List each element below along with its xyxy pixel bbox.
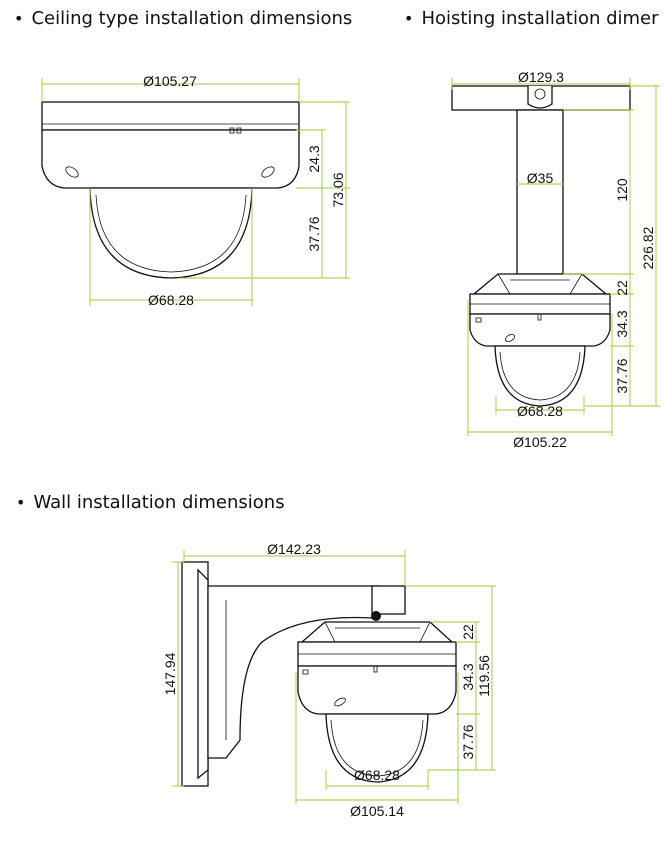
ceiling-total-height-label: 73.06 (330, 172, 346, 207)
heading-hoisting-text: Hoisting installation dimer (421, 8, 659, 29)
hoisting-pole-height-label: 120 (614, 178, 630, 202)
bullet-icon: • (14, 9, 24, 28)
hoisting-total-height-label: 226.82 (640, 226, 656, 269)
wall-plate-height-label: 147.94 (162, 652, 178, 695)
wall-base-height-label: 34.3 (460, 663, 476, 690)
ceiling-camera (41, 101, 300, 279)
heading-ceiling: • Ceiling type installation dimensions (14, 8, 352, 29)
wall-dome-width-label: Ø68.28 (354, 767, 400, 783)
wall-cap-height-label: 22 (460, 624, 476, 640)
bullet-icon: • (404, 9, 414, 28)
hoisting-dome-height-label: 37.76 (614, 358, 630, 393)
wall-width-label: Ø105.14 (350, 803, 404, 819)
hoisting-width-label: Ø105.22 (513, 434, 567, 450)
heading-wall: • Wall installation dimensions (16, 492, 285, 513)
wall-diagram: Ø142.23 Ø68.28 Ø105.14 147.94 22 34.3 37… (162, 541, 496, 819)
hoisting-base-height-label: 34.3 (614, 310, 630, 337)
heading-wall-text: Wall installation dimensions (33, 492, 285, 513)
hoisting-camera (451, 85, 631, 407)
heading-hoisting: • Hoisting installation dimer (404, 8, 659, 29)
wall-total-height-label: 119.56 (476, 655, 492, 697)
wall-reach-label: Ø142.23 (267, 541, 321, 557)
hoisting-dome-width-label: Ø68.28 (517, 403, 563, 419)
ceiling-dome-height-label: 37.76 (306, 216, 322, 251)
hoisting-pole-width-label: Ø35 (527, 170, 554, 186)
hoisting-diagram: Ø129.3 Ø35 Ø68.28 Ø105.22 120 22 34.3 37… (451, 69, 660, 450)
hoisting-plate-width-label: Ø129.3 (518, 69, 564, 85)
ceiling-diagram: Ø105.27 Ø68.28 24.3 37.76 73.06 (41, 73, 350, 308)
ceiling-width-label: Ø105.27 (143, 73, 197, 89)
ceiling-base-height-label: 24.3 (306, 145, 322, 172)
heading-ceiling-text: Ceiling type installation dimensions (31, 8, 353, 29)
ceiling-dome-width-label: Ø68.28 (148, 292, 194, 308)
wall-dim-lines (172, 550, 496, 804)
hoisting-dim-lines (451, 78, 660, 436)
hoisting-cap-height-label: 22 (614, 280, 630, 296)
bullet-icon: • (16, 493, 26, 512)
wall-dome-height-label: 37.76 (460, 724, 476, 759)
ceiling-dim-lines (41, 78, 350, 306)
wall-camera (181, 561, 457, 787)
